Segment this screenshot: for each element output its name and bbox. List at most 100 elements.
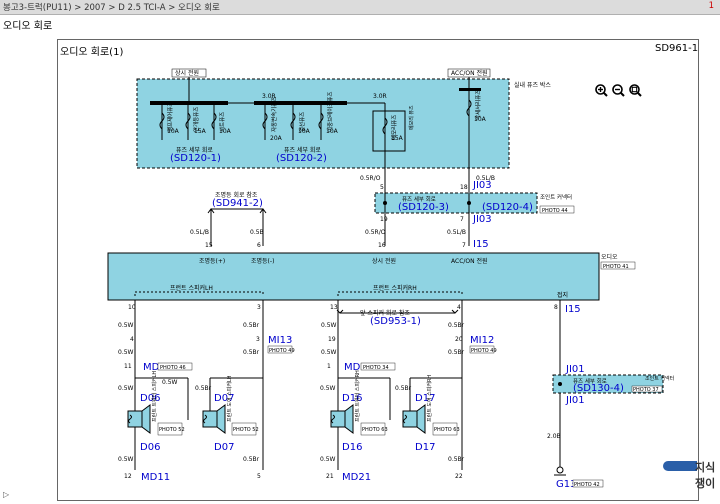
photo-49-b[interactable]: PHOTO 49 (471, 348, 497, 354)
wire-30r-left: 3.0R (262, 93, 276, 100)
wire-05br-4: 0.5Br (448, 349, 465, 356)
wire-05w-1: 0.5W (118, 322, 134, 329)
pin-19: 19 (380, 216, 388, 223)
conn-md21-bottom[interactable]: MD21 (342, 472, 371, 483)
fuse-detail-2: 퓨즈 세부 회로 (284, 146, 321, 154)
fuse-4-rating: 20A (270, 135, 283, 142)
memory-label: 메모리 퓨즈 (408, 105, 415, 130)
pin-19b: 19 (328, 336, 336, 343)
busbar-3 (459, 88, 481, 91)
conn-d17-top[interactable]: D17 (415, 393, 435, 404)
busbar-1 (150, 101, 228, 105)
conn-md21-top[interactable]: MD21 (344, 362, 373, 373)
wire-30r-right: 3.0R (373, 93, 387, 100)
conn-i15-top[interactable]: I15 (473, 239, 489, 250)
wire-05br-8: 0.5Br (448, 456, 465, 463)
ji01-detail: 퓨즈 세부 회로 (573, 377, 607, 385)
photo-49-a[interactable]: PHOTO 49 (269, 348, 295, 354)
speaker-d17-name: 프런트 도어 스피커RH (426, 375, 433, 422)
wire-05b: 0.5B (250, 229, 264, 236)
wire-label-05ro: 0.5R/O (360, 175, 381, 182)
wire-20b: 2.0B (547, 433, 561, 440)
pin-5b: 5 (257, 473, 261, 480)
conn-md11-bottom[interactable]: MD11 (141, 472, 170, 483)
ill-neg: 조명등(-) (251, 257, 274, 265)
scroll-arrow-icon[interactable]: ▷ (3, 490, 10, 499)
conn-i15-bottom[interactable]: I15 (565, 304, 581, 315)
photo-41[interactable]: PHOTO 41 (603, 264, 629, 270)
conn-ji01-bottom[interactable]: JI01 (565, 395, 585, 406)
photo-34[interactable]: PHOTO 34 (363, 365, 389, 371)
pin-11: 11 (124, 363, 132, 370)
zoom-fit-icon[interactable] (629, 84, 642, 97)
wire-05w-6: 0.5W (118, 385, 134, 392)
conn-d16-top[interactable]: D16 (342, 393, 362, 404)
wire-label-05lb: 0.5L/B (476, 175, 495, 182)
wire-05w-8: 0.5W (118, 456, 134, 463)
photo-63-b[interactable]: PHOTO 63 (434, 427, 460, 433)
conn-g13[interactable]: G13 (556, 479, 576, 490)
speaker-d06-name: 프런트 트위터 스피커LH (151, 371, 158, 422)
photo-52-b[interactable]: PHOTO 52 (233, 427, 259, 433)
fuse-2-name: 안개등퓨즈 (192, 107, 200, 132)
conn-d16-bottom[interactable]: D16 (342, 442, 362, 453)
breadcrumb[interactable]: 봉고3-트럭(PU11) > 2007 > D 2.5 TCI-A > 오디오 … (3, 3, 220, 13)
ground-label: 접지 (557, 291, 568, 299)
photo-44[interactable]: PHOTO 44 (542, 208, 568, 214)
zoom-out-icon[interactable] (612, 84, 625, 97)
wire-05w-7: 0.5W (320, 385, 336, 392)
conn-mi12[interactable]: MI12 (470, 335, 494, 346)
ref-sd953-1[interactable]: (SD953-1) (370, 316, 421, 327)
acc-power-label: ACC/ON 전원 (451, 69, 488, 77)
pin-10: 10 (128, 304, 136, 311)
fuse-6-rating: 10A (326, 128, 339, 135)
ji03-detail: 퓨즈 세부 회로 (402, 195, 436, 203)
conn-d07-top[interactable]: D07 (214, 393, 234, 404)
conn-d06-top[interactable]: D06 (140, 393, 160, 404)
pin-5: 5 (380, 184, 384, 191)
pin-22: 22 (455, 473, 463, 480)
junction-box-label: 실내 퓨즈 박스 (514, 81, 551, 89)
wire-05br-3: 0.5Br (243, 349, 260, 356)
wire-05br-5: 0.5Br (195, 385, 212, 392)
photo-63-a[interactable]: PHOTO 63 (362, 427, 388, 433)
fuse-8-name: 악세서리퓨즈 (474, 90, 482, 120)
photo-46[interactable]: PHOTO 46 (160, 365, 186, 371)
wire-05ro-2: 0.5R/O (365, 229, 386, 236)
conn-d06-bottom[interactable]: D06 (140, 442, 160, 453)
pin-20: 20 (455, 336, 463, 343)
wire-05br-1: 0.5Br (243, 322, 260, 329)
photo-37[interactable]: PHOTO 37 (633, 387, 659, 393)
ref-sd120-4[interactable]: (SD120-4) (482, 202, 533, 213)
ref-sd130-4[interactable]: (SD130-4) (573, 383, 624, 394)
speaker-d17 (402, 404, 426, 434)
pin-12: 12 (124, 473, 132, 480)
ref-sd120-3[interactable]: (SD120-3) (398, 202, 449, 213)
speaker-d07-name: 프런트 도어 스피커LH (226, 375, 233, 422)
conn-ji01-top[interactable]: JI01 (565, 364, 585, 375)
conn-d07-bottom[interactable]: D07 (214, 442, 234, 453)
always-power-label: 상시 전원 (175, 69, 199, 77)
conn-ji03-bottom[interactable]: JI03 (472, 214, 492, 225)
fuse-2-rating: 15A (194, 128, 207, 135)
ref-sd120-1[interactable]: (SD120-1) (170, 153, 221, 164)
fuse-5-name: 열선퓨즈 (298, 112, 306, 132)
fuse-5-rating: 10A (298, 128, 311, 135)
zoom-in-icon[interactable] (595, 84, 608, 97)
acc-in: ACC/ON 전원 (451, 257, 488, 265)
brand-bar (663, 461, 697, 471)
conn-d17-bottom[interactable]: D17 (415, 442, 435, 453)
wire-05w-9: 0.5W (320, 456, 336, 463)
conn-md11-top[interactable]: MD11 (143, 362, 172, 373)
ref-sd941-2[interactable]: (SD941-2) (212, 198, 263, 209)
pin-16: 16 (378, 242, 386, 249)
conn-ji03-top[interactable]: JI03 (472, 180, 492, 191)
photo-52-a[interactable]: PHOTO 52 (159, 427, 185, 433)
photo-42[interactable]: PHOTO 42 (574, 482, 600, 488)
ref-sd120-2[interactable]: (SD120-2) (276, 153, 327, 164)
memory-fuse-box (372, 110, 406, 152)
brand-label: 지식쟁이 (695, 461, 716, 490)
wire-05br-2: 0.5Br (448, 322, 465, 329)
conn-mi13[interactable]: MI13 (268, 335, 292, 346)
audio-label: 오디오 (601, 253, 618, 261)
